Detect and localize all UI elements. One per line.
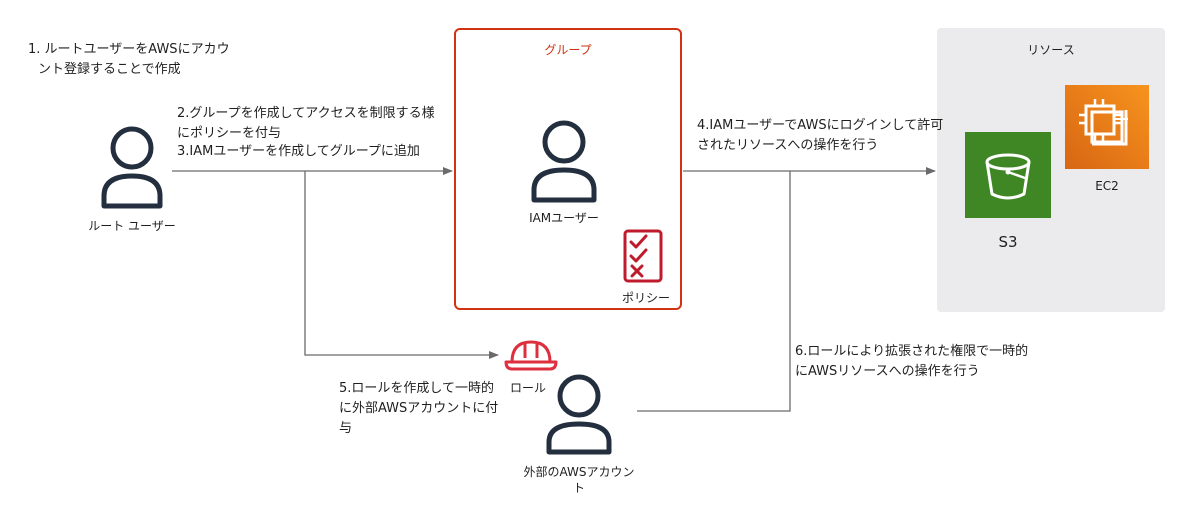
connector-root-to-role (304, 171, 499, 359)
external-account-icon (546, 374, 612, 455)
external-account-label: 外部のAWSアカウン ト (523, 465, 635, 495)
resources-title: リソース (1027, 43, 1075, 57)
root-user-icon (101, 126, 163, 209)
policy-label: ポリシー (621, 291, 670, 305)
group-title: グループ (544, 43, 592, 57)
root-user-label: ルート ユーザー (88, 219, 176, 233)
connector-external-to-resources (637, 171, 791, 412)
step-6-text: 6.ロールにより拡張された権限で一時的 にAWSリソースへの操作を行う (795, 344, 1029, 379)
step-3-text: 3.IAMユーザーを作成してグループに追加 (177, 144, 420, 159)
step-2-text: 2.グループを作成してアクセスを制限する様 にポリシーを付与 (177, 106, 435, 141)
s3-service (965, 132, 1051, 218)
chip-icon (1079, 99, 1128, 146)
iam-user-icon (531, 120, 597, 203)
ec2-service (1065, 85, 1149, 169)
role-label: ロール (509, 381, 546, 395)
hardhat-icon (504, 340, 558, 371)
step-1-text: 1. ルートユーザーをAWSにアカウ ント登録することで作成 (28, 42, 230, 77)
s3-label: S3 (998, 233, 1018, 251)
iam-user-label: IAMユーザー (529, 211, 599, 225)
step-5-text: 5.ロールを作成して一時的 に外部AWSアカウントに付 与 (339, 381, 499, 436)
checklist-icon (623, 229, 663, 283)
bucket-icon (985, 153, 1031, 200)
ec2-label: EC2 (1095, 179, 1119, 193)
step-4-text: 4.IAMユーザーでAWSにログインして許可 されたリソースへの操作を行う (697, 118, 944, 153)
